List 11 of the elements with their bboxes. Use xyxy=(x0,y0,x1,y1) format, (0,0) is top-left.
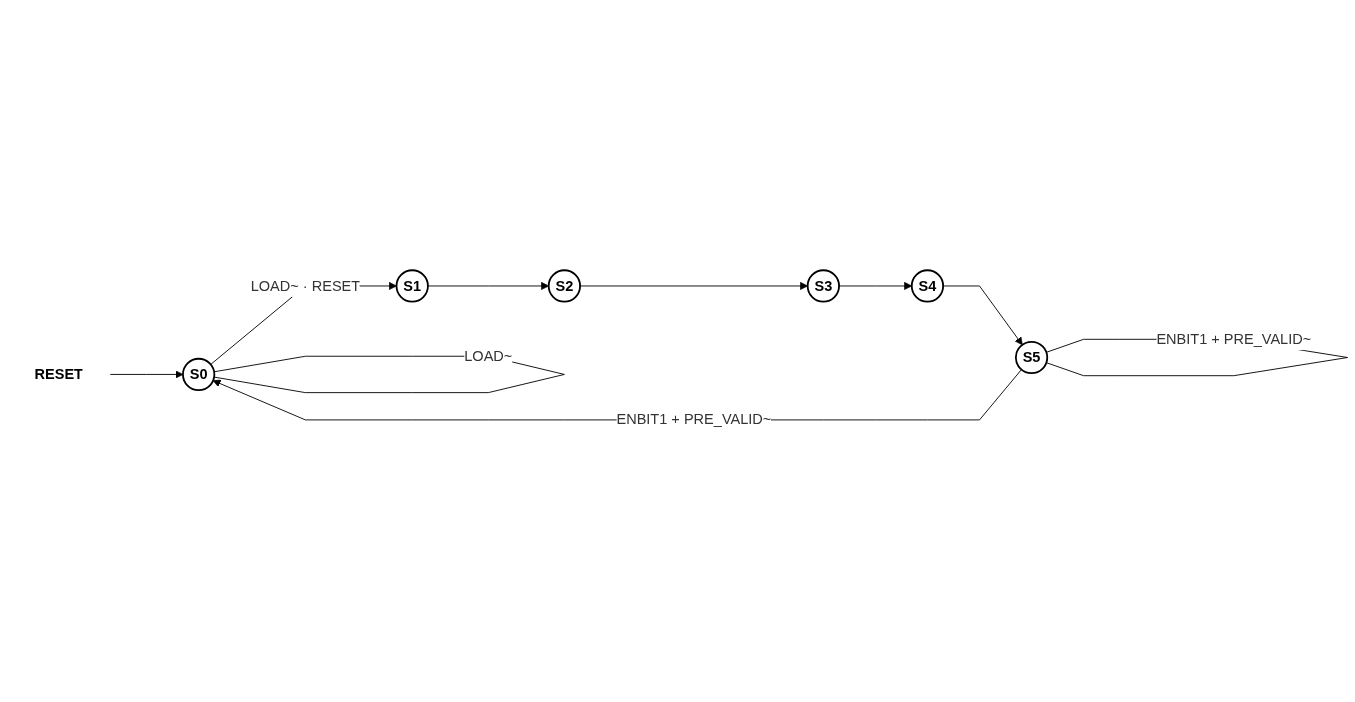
node-circle: S4 xyxy=(910,269,945,304)
node-circle: S0 xyxy=(182,358,216,392)
node-circle: S2 xyxy=(547,269,581,304)
edge-label: LOAD~ xyxy=(464,348,513,364)
edge-label: ENBIT1 + PRE_VALID~ xyxy=(616,412,772,428)
node-circle: S3 xyxy=(806,269,840,304)
node-text: RESET xyxy=(34,366,83,383)
edge-label: ENBIT1 + PRE_VALID~ xyxy=(1156,331,1312,348)
node-circle: S5 xyxy=(1014,341,1049,375)
node-circle: S1 xyxy=(395,269,429,304)
edge-label: LOAD~ · RESET xyxy=(250,278,361,294)
